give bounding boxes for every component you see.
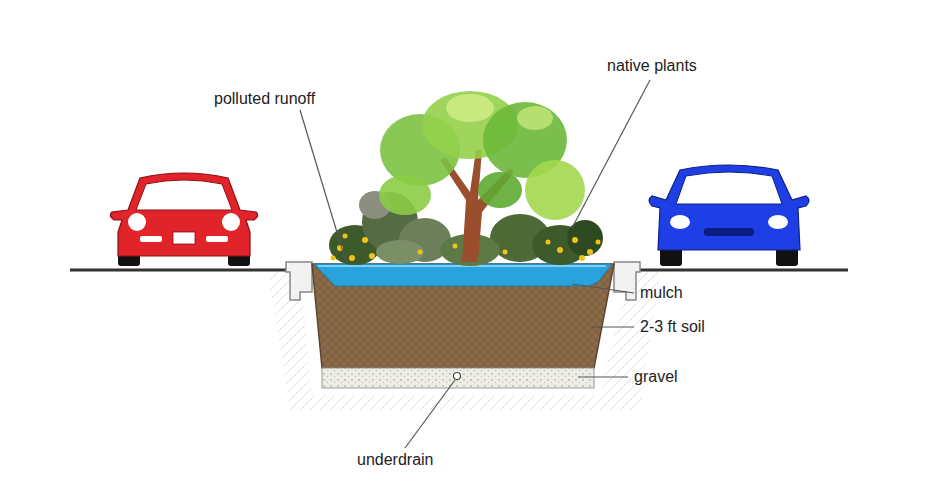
road-surface [634,269,848,272]
curb [614,262,640,300]
part-label: gravel [634,368,678,386]
part-label: polluted runoff [214,90,315,108]
part-label: underdrain [357,451,434,469]
red-car [110,173,257,266]
leader-lines [300,80,650,448]
underdrain-pipe [454,373,461,380]
part-label: mulch [640,284,683,302]
part-label: 2-3 ft soil [640,318,705,336]
tree [379,91,585,262]
gravel-layer [322,368,594,388]
road-surface [70,269,292,272]
curb [286,262,312,300]
soil-layer [312,264,614,368]
ponding-water [314,264,612,286]
part-label: native plants [607,57,697,75]
blue-car [649,165,809,266]
